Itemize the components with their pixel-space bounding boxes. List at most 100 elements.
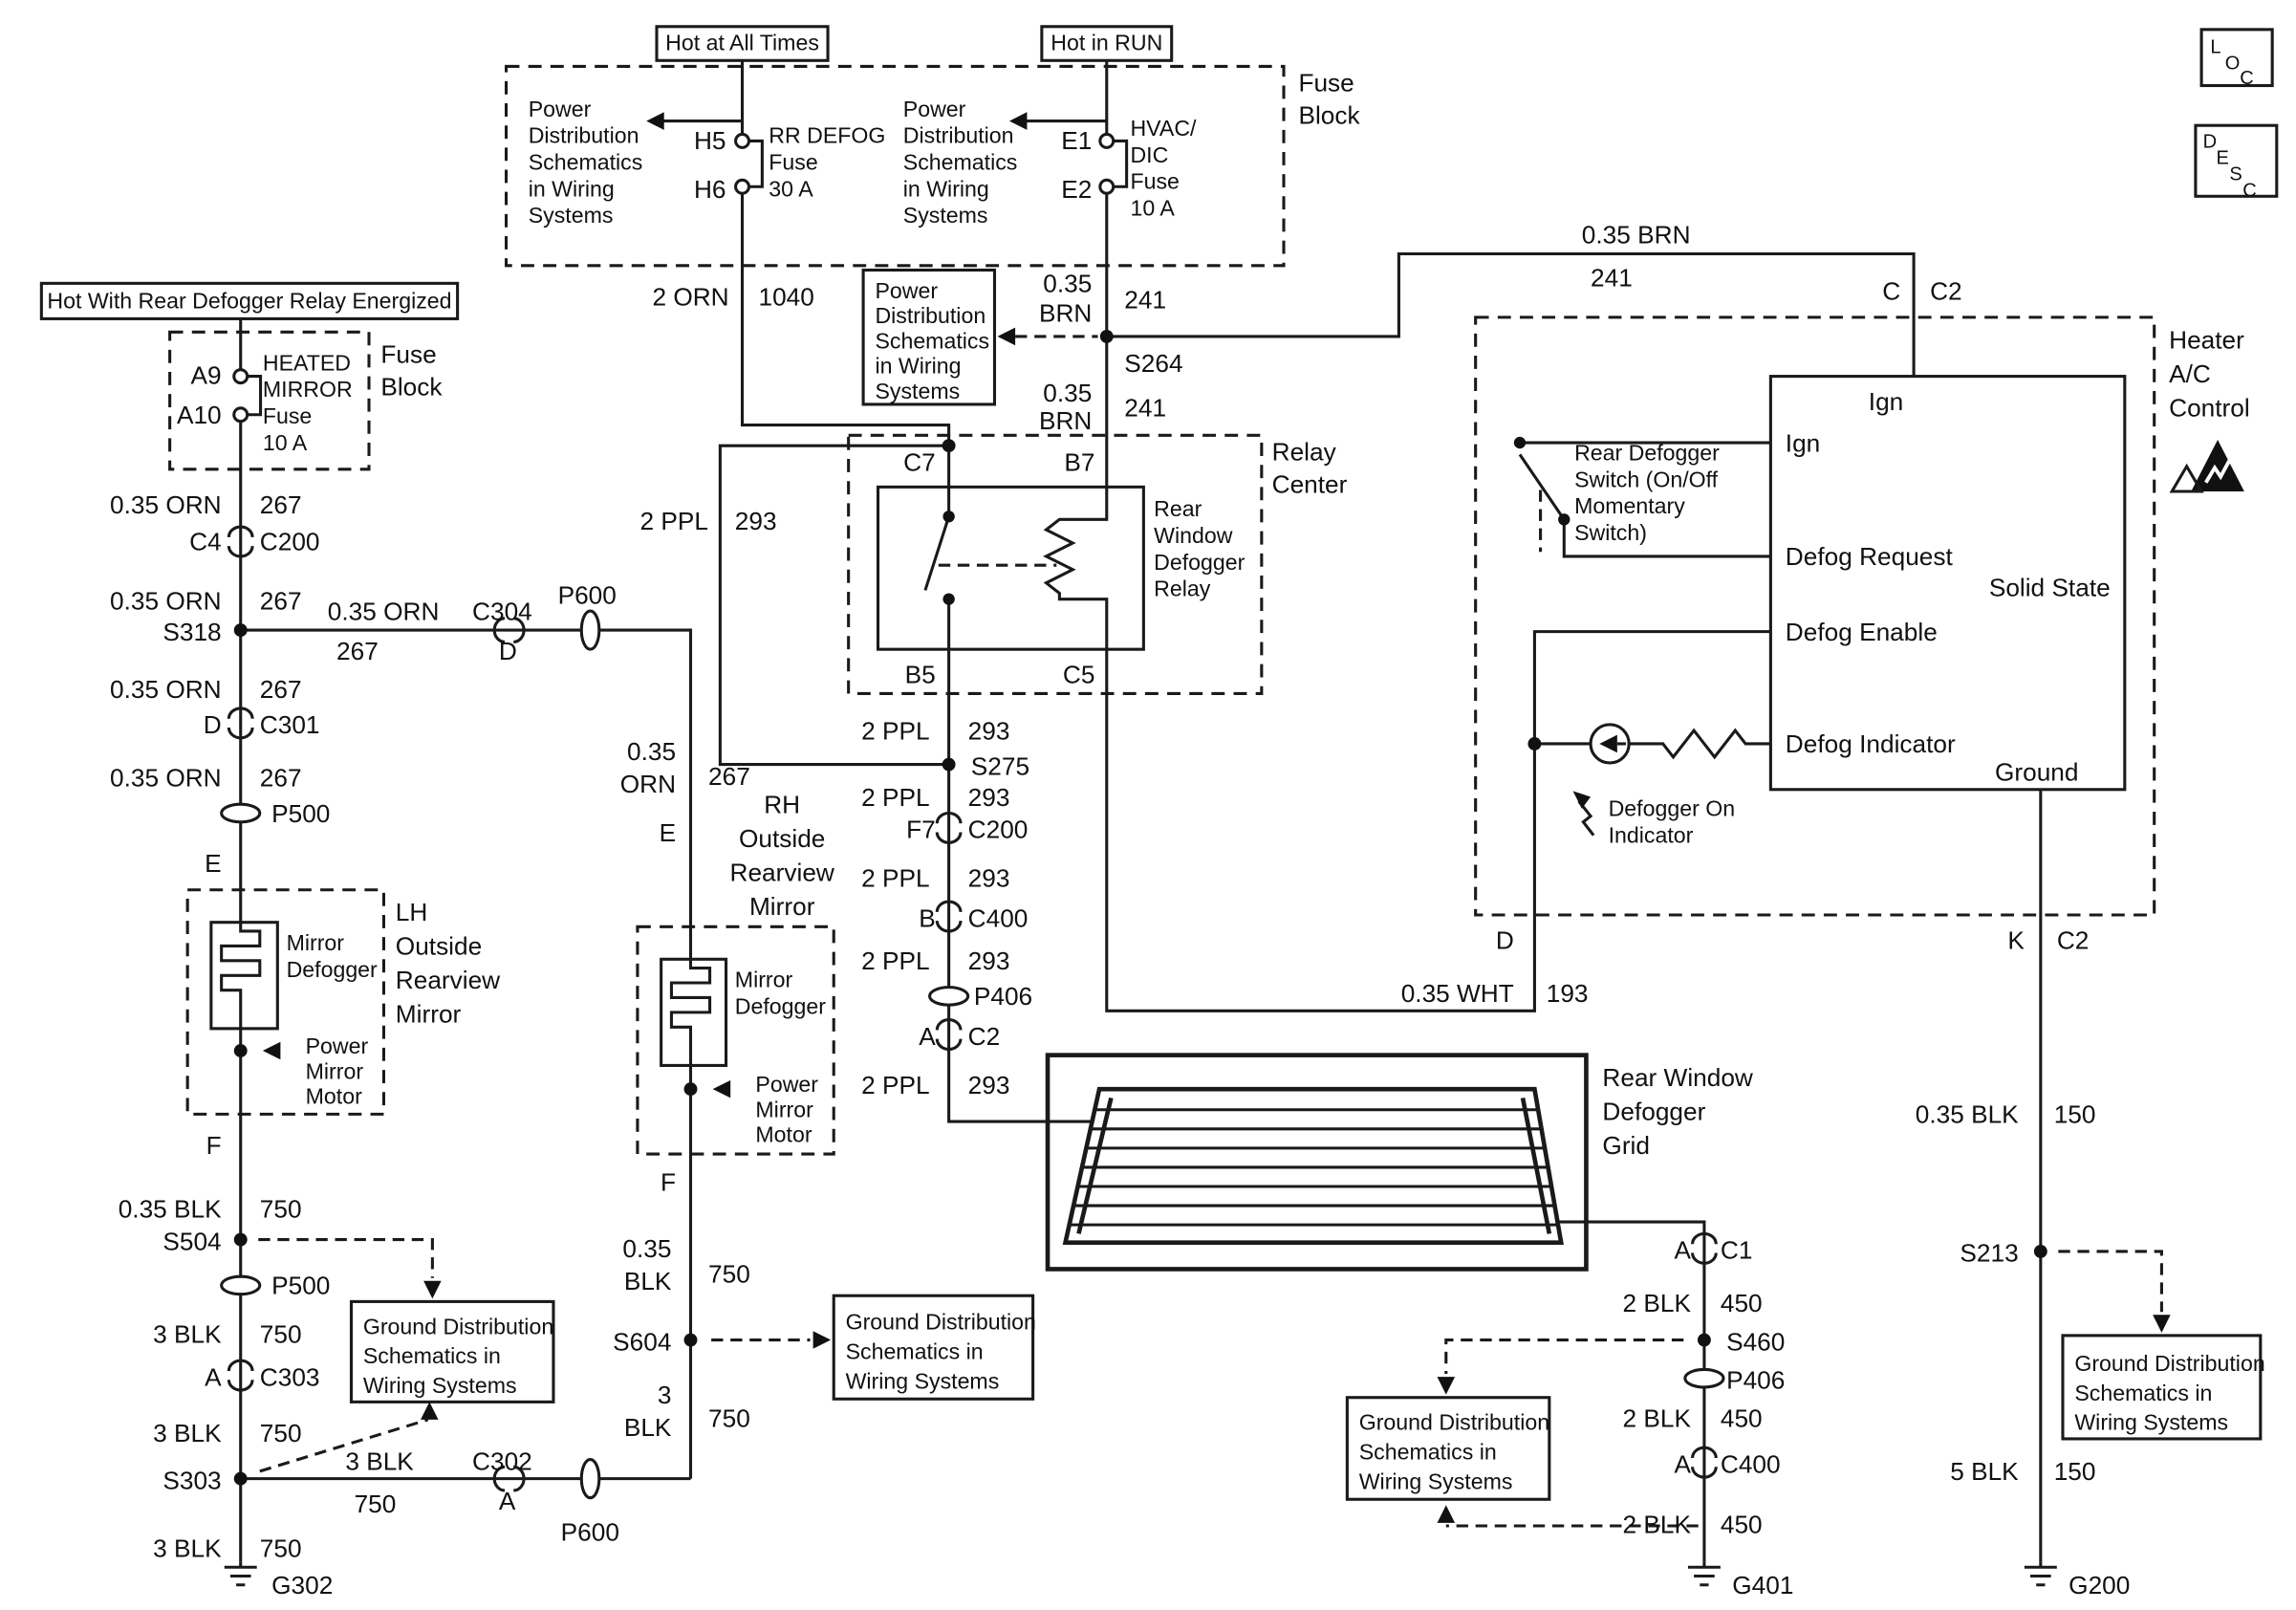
p600-upper-connector-icon: [579, 609, 601, 651]
label-defog-on-1: Defogger On: [1609, 796, 1736, 821]
power-dist-center-box: [861, 268, 997, 406]
relay-center-box: [847, 433, 1264, 696]
label-defog-switch-1: Rear Defogger: [1574, 441, 1720, 466]
label-pin-c5: C5: [1063, 661, 1095, 689]
label-gd-center-3: Wiring Systems: [846, 1368, 1000, 1393]
label-splice-s504: S504: [162, 1227, 221, 1255]
label-pin-defog-indicator: Defog Indicator: [1786, 729, 1956, 758]
label-wire-blk-l2-g: 3 BLK: [153, 1320, 222, 1349]
label-conn-p600-upper: P600: [558, 580, 617, 609]
label-hvac-fuse-4: 10 A: [1130, 195, 1175, 220]
splice-dots: [233, 329, 2047, 1486]
c200-f7-connector-icon: [935, 811, 963, 844]
c400-a-connector-icon: [1691, 1446, 1718, 1479]
c304-connector-icon: [492, 617, 526, 643]
s460-splice-dot: [1697, 1333, 1711, 1347]
label-defog-switch-3: Momentary: [1574, 493, 1685, 518]
inline-connector-symbols: [220, 525, 1725, 1500]
switch-contact-top-dot: [1513, 436, 1527, 449]
wire-rr-defog-output-2orn: [740, 193, 951, 488]
label-rh-motor-2: Mirror: [755, 1097, 813, 1121]
hot-with-relay-box: [39, 281, 460, 320]
lh-defogger-element-icon: [220, 922, 262, 1029]
label-pin-a-c303: A: [205, 1362, 222, 1391]
gd-center-box: [832, 1294, 1035, 1401]
label-lh-mirror-3: Rearview: [396, 966, 501, 994]
label-h6: H6: [694, 175, 726, 204]
label-conn-p500-lower: P500: [271, 1272, 330, 1300]
lh-defogger-element-box: [209, 921, 279, 1031]
c400-ref-arrow-icon: [1437, 1505, 1456, 1523]
p500-lower-connector-icon: [220, 1274, 262, 1296]
label-wire-blk-r2-g: 5 BLK: [1950, 1457, 2019, 1486]
relay-contact-bottom-dot: [942, 593, 955, 605]
heated-mirror-fuse-icon: [232, 368, 263, 424]
dash-s303-ref: [259, 1418, 429, 1473]
label-rh-mirror-2: Outside: [739, 824, 825, 853]
label-solid-state: Solid State: [1989, 574, 2111, 602]
label-pd-top-left-2: Distribution: [529, 123, 639, 148]
defogger-grid-icon: [1062, 1086, 1564, 1245]
relay-inner-box: [876, 485, 1145, 651]
defogger-grid-box: [1045, 1053, 1589, 1272]
label-fuse-heated-2: MIRROR: [263, 377, 353, 402]
label-rh-motor-3: Motor: [755, 1122, 812, 1147]
label-pin-b-c400: B: [919, 903, 936, 932]
c1-a-connector-icon: [1691, 1231, 1718, 1265]
label-wire-blk-m1-g: 2 BLK: [1623, 1289, 1692, 1317]
label-loc-c: C: [2240, 68, 2253, 89]
wire-ppl-to-grid: [947, 649, 1093, 1123]
label-wire-orn-rh-c: 267: [708, 762, 750, 791]
indicator-junction-dot: [1527, 736, 1542, 751]
label-pin-d-c2: D: [1496, 925, 1514, 954]
fuse-block-top-box: [505, 64, 1286, 268]
label-pd-center-2: Distribution: [875, 303, 986, 328]
label-gd-left-1: Ground Distribution: [363, 1314, 553, 1338]
label-splice-s303: S303: [162, 1466, 221, 1494]
label-relay-name-3: Defogger: [1154, 550, 1245, 575]
hvac-dic-fuse-icon: [1098, 132, 1129, 195]
fuse-block-left-box: [168, 330, 371, 471]
label-wire-blk-rh2-c: 750: [708, 1404, 750, 1433]
label-pd-top-right-3: Schematics: [903, 150, 1018, 175]
label-lh-mirror-2: Outside: [396, 932, 482, 961]
label-wire-brn-low-2: BRN: [1039, 406, 1092, 435]
g401-ground-icon: [1687, 1561, 1721, 1587]
rh-motor-tap-dot: [683, 1082, 698, 1097]
label-pin-c4: C4: [189, 528, 222, 556]
s318-splice-dot: [233, 623, 248, 638]
label-wire-brn-low-1: 0.35: [1043, 379, 1092, 407]
label-pin-a-c400: A: [1675, 1449, 1692, 1478]
label-rh-defogger-2: Defogger: [735, 993, 826, 1018]
label-lh-mirror-1: LH: [396, 898, 428, 926]
c200-c4-connector-icon: [227, 525, 254, 558]
dashed-reference-lines: [258, 335, 2163, 1528]
label-wire-orn-l3-c: 267: [260, 675, 302, 704]
label-wire-orn-rh-1: 0.35: [627, 737, 676, 766]
label-wire-ppl-2-c: 293: [968, 783, 1010, 812]
label-wire-blk-r1-g: 0.35 BLK: [1916, 1100, 2019, 1129]
label-wire-blk-l3-c: 750: [260, 1419, 302, 1447]
s504-ref-arrow-icon: [423, 1280, 442, 1299]
label-wire-blk-l1-c: 750: [260, 1194, 302, 1223]
label-pd-top-left-4: in Wiring: [529, 176, 615, 201]
dashed-component-boxes: [168, 64, 2156, 1156]
label-hvac-fuse-1: HVAC/: [1130, 116, 1197, 141]
label-wire-ppl-br-c: 293: [735, 507, 777, 535]
wire-hot-in-run-feed: [1021, 60, 1109, 135]
label-wire-blk-l3-g: 3 BLK: [153, 1419, 222, 1447]
rh-defogger-element-box: [660, 957, 728, 1067]
label-wire-blk-rh1-1: 0.35: [622, 1234, 671, 1263]
label-wire-blk-r2-c: 150: [2054, 1457, 2096, 1486]
wire-defog-enable-internal: [1532, 630, 1771, 915]
esd-warning-icon: [2169, 439, 2244, 493]
label-conn-c200-center: C200: [968, 816, 1029, 844]
label-lh-motor-1: Power: [306, 1033, 369, 1058]
label-conn-c400-center: C400: [968, 903, 1029, 932]
label-e2: E2: [1061, 175, 1092, 204]
lh-motor-tap-dot: [233, 1044, 248, 1057]
s604-ref-arrow-icon: [812, 1331, 832, 1349]
gd-mid-box: [1345, 1396, 1551, 1501]
label-pin-b5: B5: [905, 661, 936, 689]
rh-motor-arrow-icon: [712, 1079, 731, 1099]
